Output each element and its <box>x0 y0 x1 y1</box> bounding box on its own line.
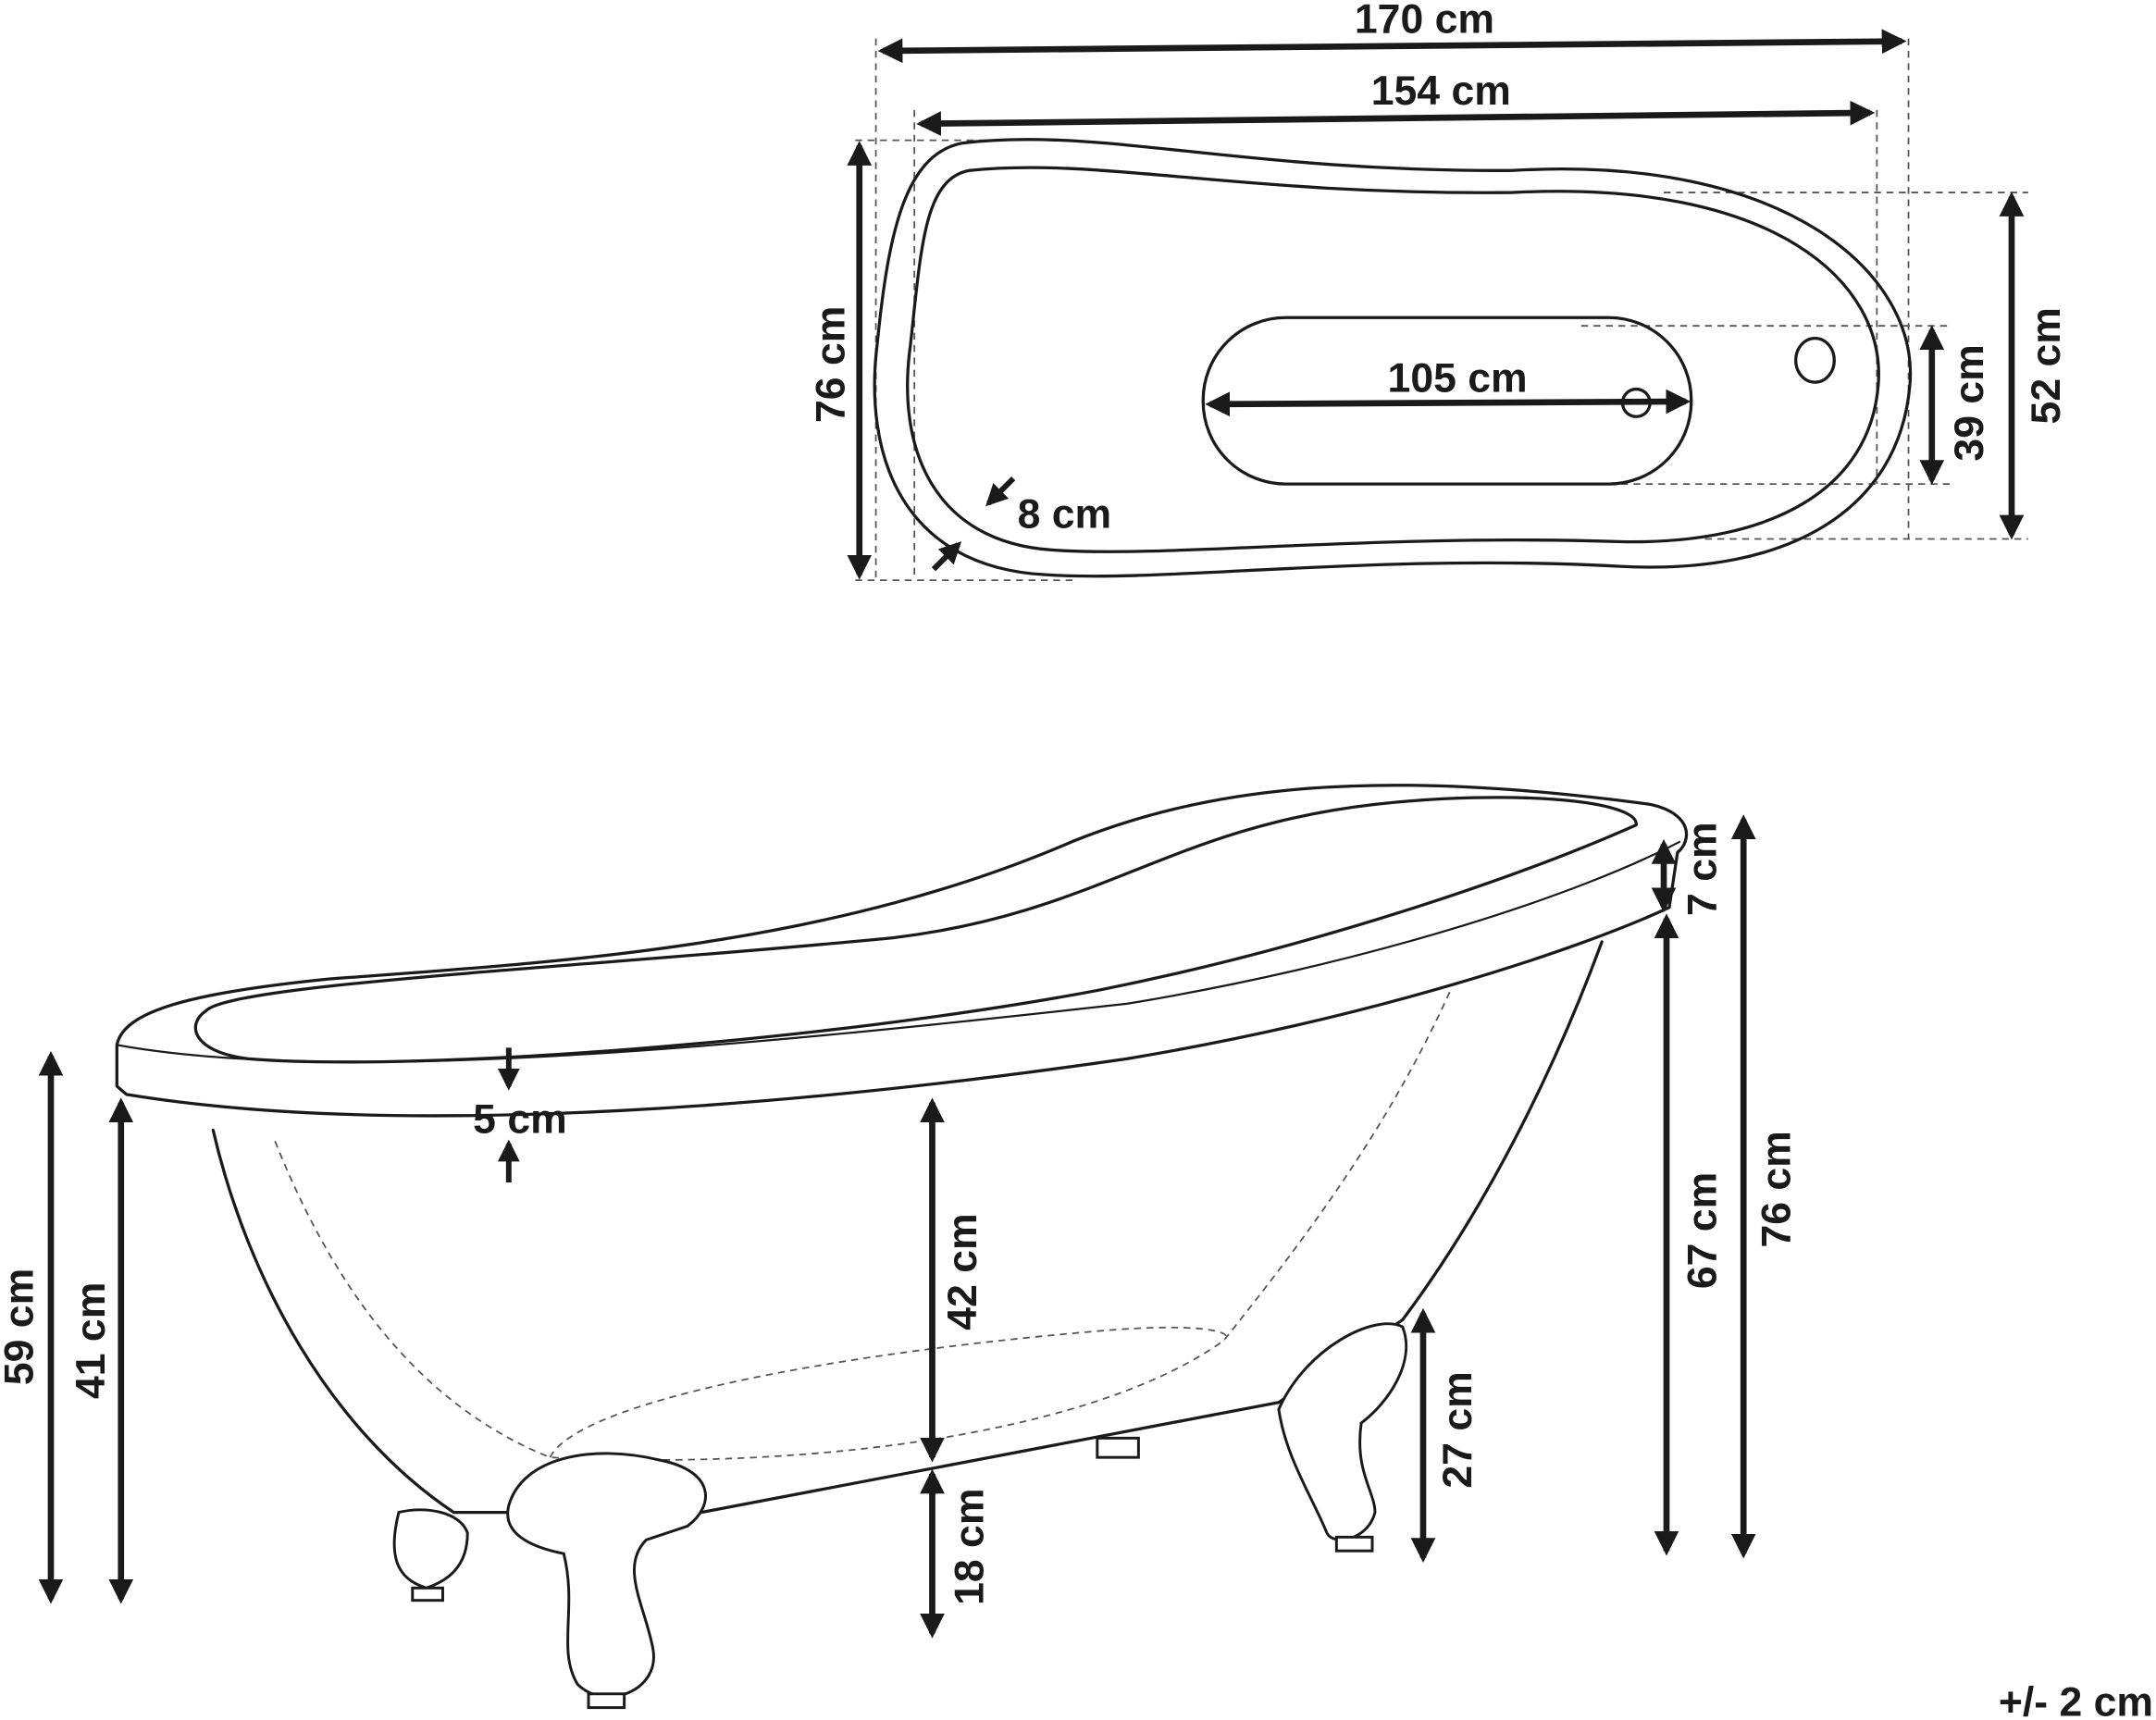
dim-arrow-8-b <box>931 541 962 572</box>
dim-label-42: 42 cm <box>940 1213 985 1330</box>
foot-pad-front-right <box>1334 1535 1374 1553</box>
dim-label-41: 41 cm <box>68 1282 114 1399</box>
tolerance-note: +/- 2 cm <box>1999 1680 2153 1720</box>
basin-floor <box>1201 316 1693 486</box>
dim-label-76-side: 76 cm <box>1754 1131 1800 1247</box>
foot-pad-back-left <box>411 1586 444 1602</box>
side-view: 59 cm 41 cm 5 cm 42 cm 18 cm 27 cm 7 cm … <box>0 783 1800 1710</box>
dim-arrow-154 <box>916 100 1876 136</box>
dim-label-8: 8 cm <box>1018 492 1112 538</box>
dim-label-154: 154 cm <box>1371 68 1511 114</box>
dim-label-105: 105 cm <box>1388 356 1528 402</box>
dim-label-39: 39 cm <box>1947 344 1992 461</box>
dim-arrow-8-a <box>985 476 1016 507</box>
tub-inner-outline <box>906 166 1880 553</box>
claw-foot-front-right <box>1277 1322 1408 1541</box>
dim-label-52: 52 cm <box>2024 307 2069 424</box>
tub-opening <box>193 796 1638 1064</box>
dim-arrow-105 <box>1205 389 1691 417</box>
inner-basin-hidden-line <box>274 989 1452 1461</box>
dim-arrow-170 <box>877 29 1907 64</box>
overflow-icon <box>1794 336 1836 384</box>
rim-top <box>115 783 1689 1118</box>
dim-label-18: 18 cm <box>947 1489 992 1605</box>
claw-foot-front-left <box>506 1452 707 1699</box>
tub-outer-outline <box>873 138 1913 578</box>
dim-label-7: 7 cm <box>1679 822 1725 916</box>
foot-pad-back-right <box>1096 1436 1140 1459</box>
dim-label-27: 27 cm <box>1435 1371 1481 1488</box>
foot-back-left <box>392 1508 469 1590</box>
extension-lines <box>855 38 2028 581</box>
dim-label-76-top: 76 cm <box>808 306 853 423</box>
dim-label-67: 67 cm <box>1679 1172 1725 1289</box>
rim-band-line <box>117 840 1681 1063</box>
dim-label-170: 170 cm <box>1355 0 1494 43</box>
dim-label-59: 59 cm <box>0 1268 43 1385</box>
top-view: 170 cm 154 cm 76 cm 105 cm 39 cm 52 cm 8… <box>808 0 2069 581</box>
dim-label-5: 5 cm <box>473 1096 567 1142</box>
foot-pad-front-left <box>587 1692 626 1710</box>
